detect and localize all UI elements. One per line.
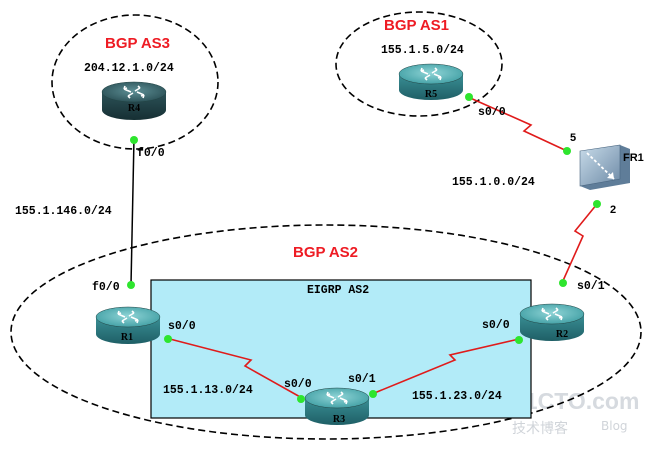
port-label-r2-s01: s0/1 bbox=[577, 280, 605, 293]
router-r2[interactable]: R2 bbox=[519, 303, 585, 341]
router-arrows-icon bbox=[326, 391, 348, 405]
router-r3-top bbox=[304, 387, 370, 409]
port-label-r3-s01: s0/1 bbox=[348, 373, 376, 386]
as3-title: BGP AS3 bbox=[105, 35, 170, 52]
network-label-as1-lan: 155.1.5.0/24 bbox=[381, 44, 464, 57]
port-dot-fr1-5 bbox=[563, 147, 571, 155]
serial-link-r3-r2 bbox=[371, 338, 520, 395]
port-label-r2-s00: s0/0 bbox=[482, 319, 510, 332]
watermark: 51CTO.com 技术博客 Blog bbox=[512, 388, 639, 437]
port-label-r1-f00: f0/0 bbox=[92, 281, 120, 294]
serial-link-r5-fr1 bbox=[467, 96, 568, 152]
router-r5-label: R5 bbox=[425, 89, 437, 100]
port-label-fr1-5: 5 bbox=[570, 132, 576, 144]
router-r3[interactable]: R3 bbox=[304, 387, 370, 425]
port-label-r5-s00: s0/0 bbox=[478, 106, 506, 119]
port-label-r1-s00: s0/0 bbox=[168, 320, 196, 333]
router-arrows-icon bbox=[117, 310, 139, 324]
watermark-line2: 技术博客 bbox=[512, 420, 568, 437]
watermark-line3: Blog bbox=[601, 419, 628, 433]
watermark-line1: 51CTO.com bbox=[512, 388, 639, 414]
network-label-r2-r3: 155.1.23.0/24 bbox=[412, 390, 502, 403]
eigrp-title: EIGRP AS2 bbox=[307, 284, 369, 297]
switch-arrow-head-icon bbox=[607, 172, 614, 179]
router-arrows-icon bbox=[420, 67, 442, 81]
as1-title: BGP AS1 bbox=[384, 17, 449, 34]
port-label-fr1-2: 2 bbox=[610, 204, 616, 216]
router-r3-label: R3 bbox=[333, 414, 345, 425]
router-r1-label: R1 bbox=[121, 332, 133, 343]
network-label-as3-lan: 204.12.1.0/24 bbox=[84, 62, 174, 75]
port-dot-fr1-2 bbox=[593, 200, 601, 208]
serial-link-r2-fr1 bbox=[561, 203, 598, 284]
port-dot-r5-s00 bbox=[465, 93, 473, 101]
as2-title: BGP AS2 bbox=[293, 244, 358, 261]
network-label-r1-r3: 155.1.13.0/24 bbox=[163, 384, 253, 397]
router-r4[interactable]: R4 bbox=[101, 81, 167, 120]
port-dot-r3-s00 bbox=[297, 395, 305, 403]
port-label-r3-s00: s0/0 bbox=[284, 378, 312, 391]
router-arrows-icon bbox=[541, 307, 563, 321]
port-dot-r4-f00 bbox=[130, 136, 138, 144]
port-dots bbox=[127, 93, 601, 403]
frame-relay-switch-fr1[interactable]: FR1 bbox=[579, 144, 644, 190]
port-dot-r1-s00 bbox=[164, 335, 172, 343]
port-dot-r2-s01 bbox=[559, 279, 567, 287]
router-r4-top bbox=[101, 81, 167, 103]
eigrp-area bbox=[150, 279, 532, 419]
port-label-r4-f00: f0/0 bbox=[137, 147, 165, 160]
router-r1[interactable]: R1 bbox=[95, 306, 161, 344]
router-r5-top bbox=[398, 63, 464, 85]
port-dot-r2-s00 bbox=[515, 336, 523, 344]
fr1-face bbox=[579, 144, 621, 187]
as1-boundary bbox=[335, 11, 503, 117]
as3-boundary bbox=[51, 14, 219, 150]
switch-arrow-icon bbox=[586, 152, 615, 180]
network-label-frame-relay: 155.1.0.0/24 bbox=[452, 176, 535, 189]
as2-boundary bbox=[10, 224, 642, 440]
port-dot-r3-s01 bbox=[369, 390, 377, 398]
serial-link-r1-r3 bbox=[165, 337, 303, 399]
ethernet-link-r1-r4 bbox=[130, 137, 135, 286]
router-r1-top bbox=[95, 306, 161, 328]
router-r4-label: R4 bbox=[128, 103, 140, 114]
router-r2-label: R2 bbox=[556, 329, 568, 340]
port-dot-r1-f00 bbox=[127, 281, 135, 289]
router-r2-top bbox=[519, 303, 585, 325]
router-arrows-icon bbox=[123, 85, 145, 99]
router-r5[interactable]: R5 bbox=[398, 63, 464, 100]
fr1-label: FR1 bbox=[623, 152, 644, 164]
network-label-r1-r4: 155.1.146.0/24 bbox=[15, 205, 112, 218]
